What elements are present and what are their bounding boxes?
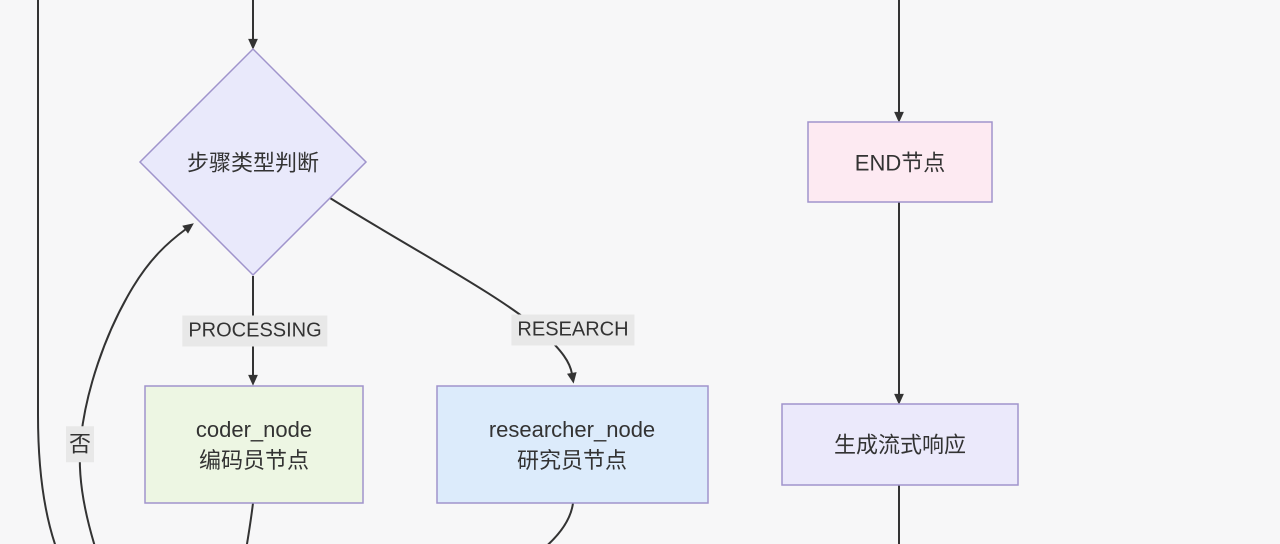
node-coder-label-line1: coder_node	[195, 417, 313, 442]
node-researcher-label-line1: researcher_node	[488, 417, 656, 442]
node-researcher-shape	[436, 385, 709, 504]
node-stream-label: 生成流式响应	[833, 432, 967, 458]
node-researcher-label-line2: 研究员节点	[516, 448, 627, 473]
edge-decision-to-researcher	[329, 197, 577, 384]
edge-label-no: 否	[65, 426, 95, 462]
node-decision-shape	[138, 47, 368, 277]
edge-label-processing: PROCESSING	[182, 315, 328, 347]
edge-coder-to-bottom	[245, 502, 254, 544]
node-decision-label: 步骤类型判断	[186, 150, 320, 176]
node-coder-label: coder_node 编码员节点	[196, 414, 312, 476]
node-coder-label-line2: 编码员节点	[198, 448, 309, 473]
node-end-shape	[807, 121, 993, 203]
node-stream-shape	[781, 403, 1019, 486]
node-end-label: END节点	[854, 150, 946, 176]
edge-no-to-decision	[78, 223, 194, 544]
edge-label-research: RESEARCH	[511, 314, 635, 346]
node-researcher-label: researcher_node 研究员节点	[489, 414, 655, 476]
edge-passthrough-left	[37, 0, 57, 544]
node-coder-shape	[144, 385, 364, 504]
edge-researcher-to-bottom	[547, 502, 574, 544]
